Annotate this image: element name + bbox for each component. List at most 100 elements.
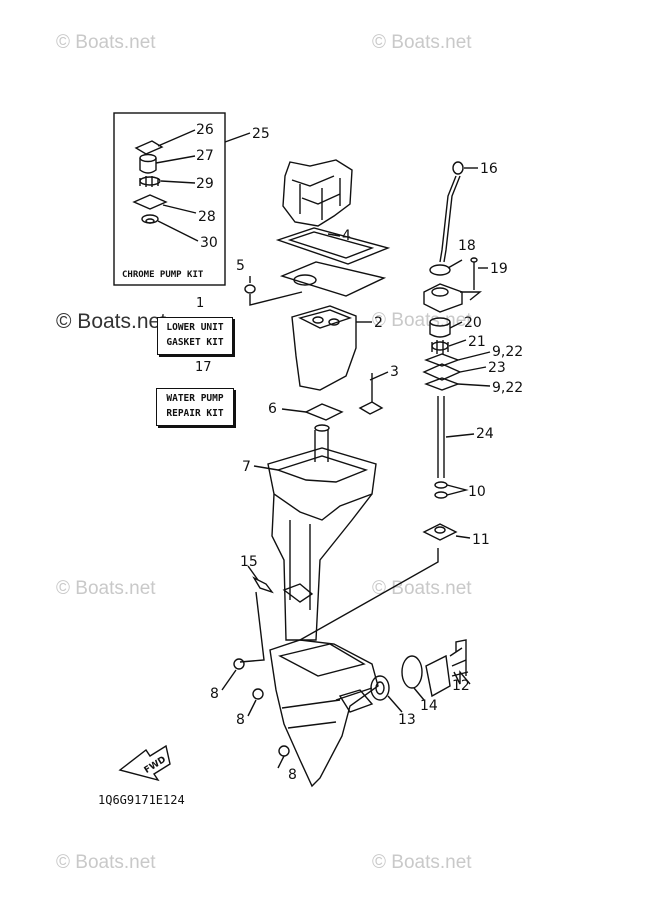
leader-25 [224, 132, 251, 143]
callout-7: 7 [242, 459, 251, 475]
part-2-hole-b [328, 318, 340, 326]
gearcase-body [269, 639, 379, 788]
part-26-gasket [134, 140, 164, 155]
callout-10: 10 [468, 484, 486, 500]
part-28-plate [132, 194, 168, 210]
watermark-lower-left: © Boats.net [56, 578, 156, 599]
leader-9-22b [457, 383, 491, 387]
part-30-seal-inner [145, 218, 155, 224]
leader-15 [247, 565, 259, 581]
watermark-mid-right: © Boats.net [372, 310, 472, 331]
housing-clip [460, 291, 482, 301]
part-4-mount-plate [279, 261, 387, 297]
gearcase-nose [338, 689, 374, 713]
leader-4 [327, 233, 341, 237]
leader-30 [157, 220, 199, 242]
leader-8c [277, 755, 285, 769]
callout-16: 16 [480, 161, 498, 177]
watermark-mid-left: © Boats.net [56, 310, 167, 333]
part-15-bolt [252, 576, 274, 594]
watermark-bottom-right: © Boats.net [372, 852, 472, 873]
callout-8c: 8 [288, 767, 297, 783]
watermark-bottom-left: © Boats.net [56, 852, 156, 873]
callout-23: 23 [488, 360, 506, 376]
leader-27 [155, 155, 196, 164]
part-14-oring [401, 655, 423, 689]
callout-4: 4 [342, 228, 351, 244]
callout-30: 30 [200, 235, 218, 251]
part-16-grommet [452, 161, 464, 175]
leader-21 [448, 339, 467, 347]
part-11-seal-hole [434, 526, 446, 534]
midsection-port [282, 583, 314, 603]
callout-20: 20 [464, 315, 482, 331]
upper-casing-detail [291, 175, 341, 220]
callout-15: 15 [240, 554, 258, 570]
water-pump-repair-kit-number: 17 [195, 360, 212, 375]
part-13-bearing [370, 675, 390, 701]
leader-6 [281, 408, 307, 413]
lower-unit-gasket-kit-number: 1 [196, 296, 205, 311]
callout-12: 12 [452, 678, 470, 694]
leader-11-link [299, 548, 439, 641]
leader-8b [247, 699, 257, 717]
part-29-impeller [139, 176, 161, 187]
leader-5-link [249, 291, 303, 306]
part-12-gear [425, 654, 451, 698]
callout-5: 5 [236, 258, 245, 274]
leader-15-link [239, 591, 265, 663]
part-6-gasket [304, 403, 344, 421]
part-13-bearing-inner [375, 681, 385, 695]
watermark-lower-right: © Boats.net [372, 578, 472, 599]
leader-29 [160, 180, 196, 184]
callout-24: 24 [476, 426, 494, 442]
driveshaft-tube [314, 430, 329, 462]
part-2-hole-a [312, 316, 324, 324]
part-2-housing-top [298, 309, 353, 329]
part-7-gasket [275, 455, 369, 483]
water-pump-repair-kit-line2: REPAIR KIT [166, 408, 224, 419]
part-24-driveshaft [437, 396, 445, 478]
leader-14 [413, 687, 425, 701]
callout-6: 6 [268, 401, 277, 417]
part-7-casing-top [267, 447, 377, 521]
chrome-pump-kit-label: CHROME PUMP KIT [122, 270, 204, 280]
leader-18 [447, 259, 463, 269]
chrome-pump-kit-frame [113, 112, 226, 286]
part-20-cup-rim [429, 317, 451, 327]
callout-25: 25 [252, 126, 270, 142]
driveshaft-tube-top [314, 424, 330, 432]
callout-18: 18 [458, 238, 476, 254]
midsection-casing [271, 493, 373, 641]
gearcase-anti-cavitation [281, 699, 341, 729]
lower-unit-gasket-kit-line1: LOWER UNIT [166, 322, 224, 333]
callout-9-22b: 9,22 [492, 380, 523, 396]
callout-14: 14 [420, 698, 438, 714]
leader-26 [157, 129, 196, 147]
part-10-washer-a [434, 481, 448, 489]
part-18-housing-top [431, 287, 449, 297]
callout-2: 2 [374, 315, 383, 331]
part-18-pump-housing [423, 283, 463, 313]
callout-8a: 8 [210, 686, 219, 702]
callout-27: 27 [196, 148, 214, 164]
lower-unit-gasket-kit-box: LOWER UNIT GASKET KIT [157, 317, 233, 355]
part-8-bolt-b [252, 688, 264, 700]
leader-10 [446, 484, 469, 496]
lower-unit-gasket-kit-line2: GASKET KIT [166, 337, 224, 348]
part-16-tube [439, 175, 457, 263]
fwd-arrow-icon [118, 744, 171, 782]
part-10-washer-b [434, 491, 448, 499]
propshaft [335, 687, 373, 701]
leader-12 [453, 670, 471, 685]
part-3-washer [358, 401, 384, 415]
part-8-bolt-a [233, 658, 245, 670]
water-pump-repair-kit-box: WATER PUMP REPAIR KIT [156, 388, 234, 426]
leader-11 [455, 535, 471, 539]
watermark-top-left: © Boats.net [56, 32, 156, 53]
part-8-bolt-c [278, 745, 290, 757]
leader-7 [253, 465, 279, 471]
upper-casing-top [282, 159, 353, 227]
